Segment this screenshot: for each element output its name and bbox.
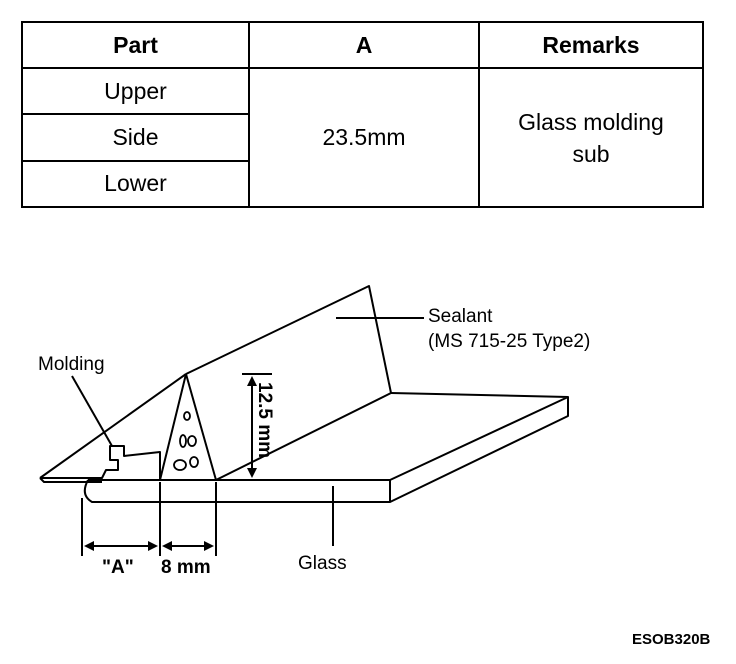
header-part: Part <box>21 21 250 69</box>
dim-8-arrow-right <box>204 541 214 551</box>
header-a: A <box>248 21 480 69</box>
spec-table: Part A Remarks Upper 23.5mm Glass moldin… <box>21 21 704 209</box>
glass-panel <box>83 392 569 503</box>
header-row: Part A Remarks <box>21 21 704 69</box>
molding-profile <box>39 373 187 483</box>
remarks-cell: Glass molding sub <box>478 67 704 208</box>
dim-a-arrow-left <box>84 541 94 551</box>
table-row: Lower <box>21 159 703 209</box>
figure-code: ESOB320B <box>632 631 711 648</box>
sealant-bubble <box>179 434 187 448</box>
table-row: Side <box>21 113 703 162</box>
remarks-line2: sub <box>572 140 610 167</box>
table-row: Upper 23.5mm Glass molding sub <box>21 66 704 208</box>
height-arrow-up <box>247 376 257 386</box>
dim-a-arrow-right <box>148 541 158 551</box>
sealant-bead <box>159 285 392 481</box>
value-a: 23.5mm <box>248 67 480 208</box>
height-dim-label: 12.5 mm <box>254 382 275 458</box>
sealant-bubble <box>187 435 197 447</box>
dim-a-label: "A" <box>102 557 134 578</box>
glass-label: Glass <box>298 553 347 574</box>
part-upper: Upper <box>21 66 250 116</box>
header-remarks: Remarks <box>478 21 704 69</box>
dim-8-arrow-left <box>162 541 172 551</box>
molding-label: Molding <box>38 354 105 375</box>
sealant-spec-label: (MS 715-25 Type2) <box>428 331 590 352</box>
dim-8-label: 8 mm <box>161 557 211 578</box>
sealant-label: Sealant <box>428 306 493 327</box>
molding-leader <box>71 375 113 447</box>
sealant-bubble <box>183 411 191 421</box>
sealant-bubble <box>173 459 187 471</box>
remarks-line1: Glass molding <box>518 108 664 135</box>
part-lower: Lower <box>21 159 250 209</box>
sealant-bubble <box>189 456 199 468</box>
height-arrow-down <box>247 468 257 478</box>
part-side: Side <box>21 113 250 162</box>
